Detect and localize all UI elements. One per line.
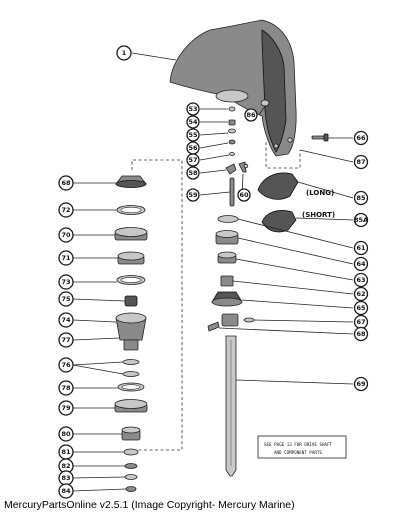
svg-text:58: 58 [188,169,198,177]
small-pin [273,143,279,149]
svg-text:1: 1 [122,49,127,57]
callout-62: 62 [353,286,369,302]
svg-text:73: 73 [61,278,70,286]
svg-text:72: 72 [61,206,70,214]
note-box: SEE PAGE 13 FOR DRIVE SHAFT AND COMPONEN… [257,435,347,459]
svg-text:60: 60 [239,191,249,199]
callout-59: 59 [186,188,200,202]
svg-text:70: 70 [61,231,71,239]
callout-73: 73 [58,274,74,290]
callout-83: 83 [58,470,74,486]
note-line-1: SEE PAGE 13 FOR DRIVE SHAFT [264,442,333,447]
propeller-shaft [225,335,237,477]
callout-56: 56 [186,141,200,155]
svg-text:81: 81 [61,448,71,456]
svg-text:68: 68 [61,179,71,187]
svg-text:56: 56 [188,144,198,152]
callout-78: 78 [58,380,74,396]
svg-text:86: 86 [246,111,256,119]
svg-text:68: 68 [356,330,366,338]
small-parts-column [225,99,270,207]
callout-63: 63 [353,272,369,288]
callout-70: 70 [58,227,74,243]
image-caption: MercuryPartsOnline v2.5.1 (Image Copyrig… [4,499,295,511]
svg-text:77: 77 [61,336,70,344]
callout-77: 77 [58,332,74,348]
callout-53: 53 [186,102,200,116]
callout-85a: 85A [353,212,369,228]
dashed-guide-left [130,159,183,451]
svg-text:83: 83 [61,474,70,482]
label-long: (LONG) [306,189,334,197]
svg-text:57: 57 [188,156,197,164]
svg-text:69: 69 [356,380,366,388]
note-line-2: AND COMPONENT PARTS [274,450,322,455]
callout-68-left: 68 [58,175,74,191]
callout-76: 76 [58,357,74,373]
callout-86: 86 [244,108,258,122]
callout-61: 61 [353,240,369,256]
svg-text:85: 85 [356,194,366,202]
svg-text:80: 80 [61,430,71,438]
svg-text:84: 84 [61,487,71,495]
callout-74: 74 [58,312,74,328]
svg-text:67: 67 [356,318,365,326]
svg-text:54: 54 [188,118,198,126]
svg-text:64: 64 [356,260,366,268]
exploded-parts-diagram: 1 53 54 55 56 57 58 59 60 86 66 87 85 85… [58,19,369,499]
svg-text:53: 53 [188,105,197,113]
callout-66: 66 [353,130,369,146]
screw-part [311,133,329,142]
svg-text:59: 59 [188,191,198,199]
right-gear-stack [207,215,255,332]
anode-long [257,172,299,200]
svg-text:66: 66 [356,134,366,142]
svg-text:75: 75 [61,295,71,303]
svg-text:79: 79 [61,404,71,412]
callout-87: 87 [353,154,369,170]
svg-text:74: 74 [61,316,71,324]
callout-71: 71 [58,250,74,266]
anode-short [261,210,297,233]
label-short: (SHORT) [302,211,335,219]
svg-text:55: 55 [188,131,198,139]
leader-lines [72,52,354,492]
callout-57: 57 [186,153,200,167]
callout-79: 79 [58,400,74,416]
callout-60: 60 [237,188,251,202]
dashed-guide-right [265,142,301,169]
svg-text:87: 87 [356,158,365,166]
callout-84: 84 [58,483,74,499]
callout-85: 85 [353,190,369,206]
callout-68-right: 68 [353,326,369,342]
callout-72: 72 [58,202,74,218]
callout-65: 65 [353,300,369,316]
svg-text:63: 63 [356,276,365,284]
svg-text:62: 62 [356,290,365,298]
svg-text:61: 61 [356,244,366,252]
callout-69: 69 [353,376,369,392]
svg-text:71: 71 [61,254,71,262]
callout-75: 75 [58,291,74,307]
callout-54: 54 [186,115,200,129]
svg-text:78: 78 [61,384,71,392]
callout-64: 64 [353,256,369,272]
svg-text:76: 76 [61,361,71,369]
svg-text:65: 65 [356,304,366,312]
callout-67: 67 [353,314,369,330]
callout-81: 81 [58,444,74,460]
svg-text:85A: 85A [354,216,368,224]
callout-55: 55 [186,128,200,142]
callout-1: 1 [116,45,132,61]
callout-80: 80 [58,426,74,442]
left-bearing-stack [114,175,148,492]
gear-housing [169,19,297,157]
svg-text:82: 82 [61,462,70,470]
callout-58: 58 [186,166,200,180]
